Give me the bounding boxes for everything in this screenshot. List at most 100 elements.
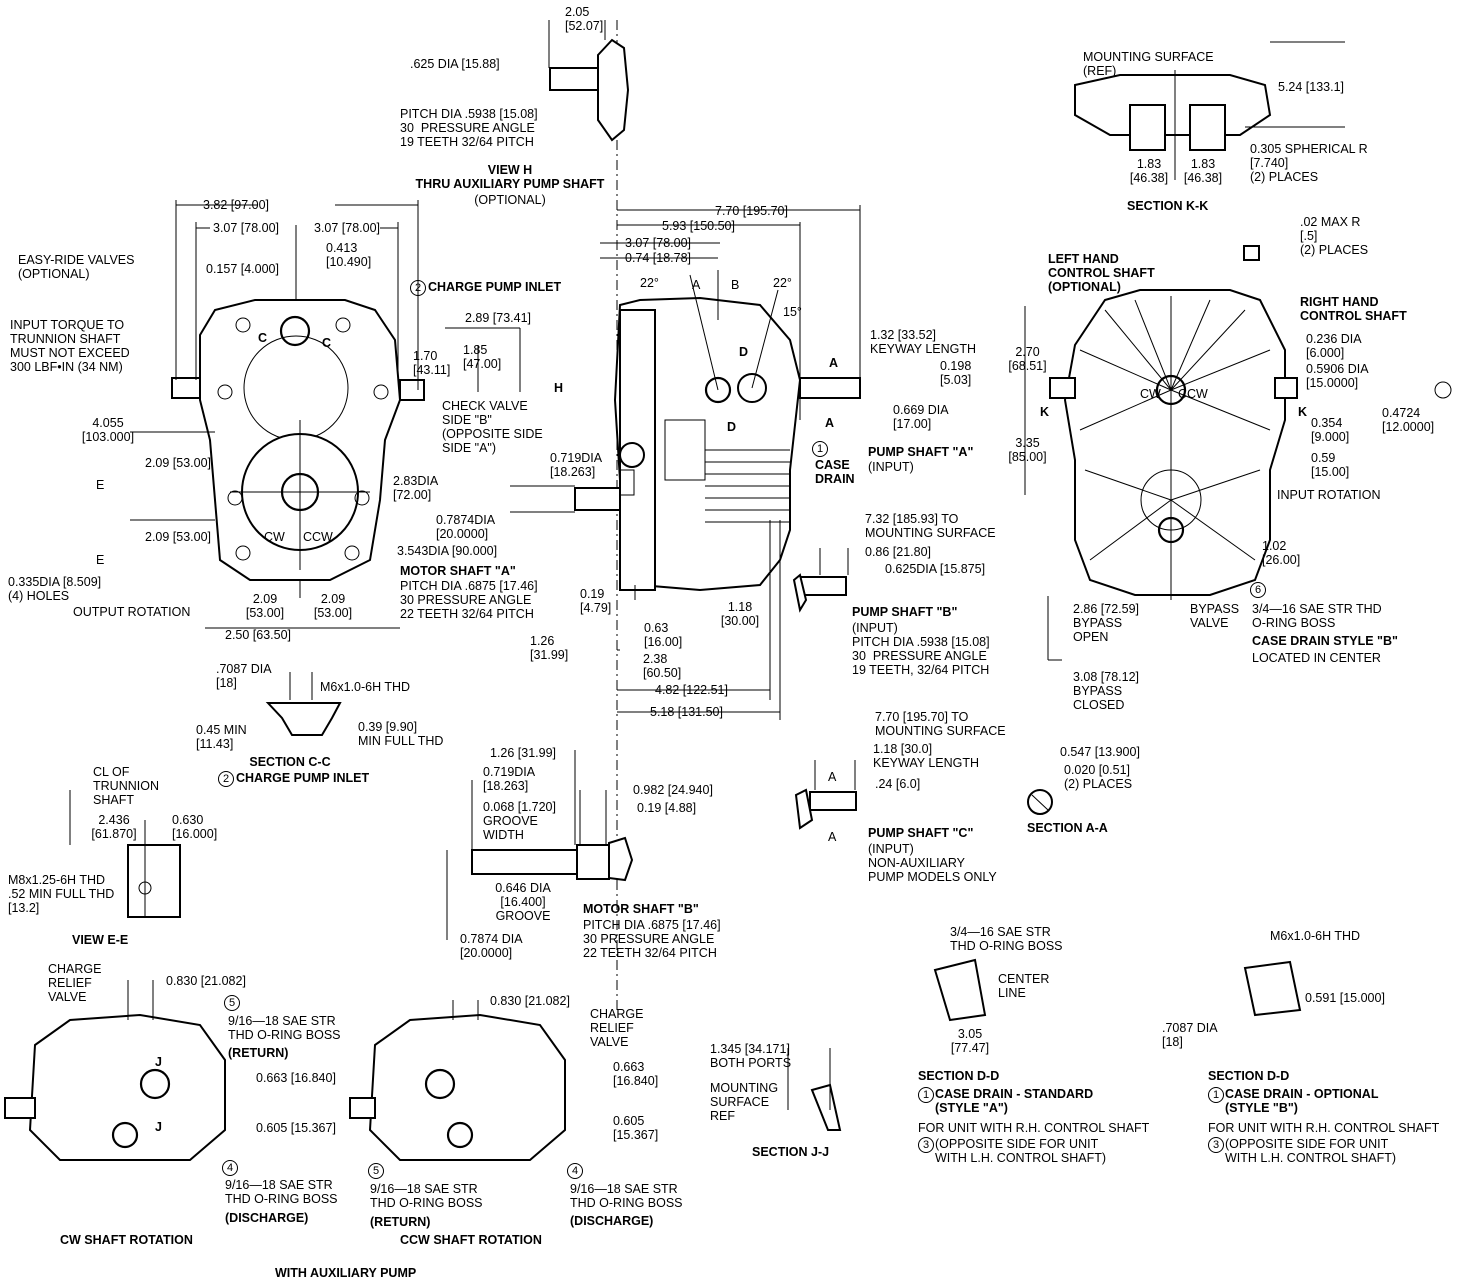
dd1-for-unit: FOR UNIT WITH R.H. CONTROL SHAFT [918,1121,1150,1135]
section-cc-title: SECTION C-C [249,755,331,769]
kk-mount-surface: MOUNTING SURFACE (REF) [1083,50,1214,78]
easy-ride-label: EASY-RIDE VALVES (OPTIONAL) [18,253,135,281]
dim-1-70: 1.70 [43.11] [413,349,451,377]
dim-1-83-right: 1.83 [46.38] [1183,157,1223,185]
dim-0-719-b: 0.719DIA [18.263] [483,765,536,793]
dim-0-4724: 0.4724 [12.0000] [1382,406,1435,434]
marker-charge-inlet: 2 [410,280,426,296]
cc-min: 0.45 MIN [11.43] [196,723,247,751]
dd2-title: SECTION D-D [1208,1069,1290,1083]
input-torque-label: INPUT TORQUE TO TRUNNION SHAFT MUST NOT … [10,318,130,374]
view-ee-title: VIEW E-E [72,933,129,947]
dim-0-19-b: 0.19 [4.88] [637,801,697,815]
dim-1-85: 1.85 [47.00] [463,343,502,371]
cc-full-thd: 0.39 [9.90] MIN FULL THD [358,720,444,748]
case-drain-b-thread: 3/4—16 SAE STR THD O-RING BOSS [1252,602,1382,630]
cw-discharge-label: (DISCHARGE) [225,1211,309,1225]
motor-shaft-b-spec: PITCH DIA .6875 [17.46] 30 PRESSURE ANGL… [583,918,721,960]
dim-2-09-bl: 2.09 [53.00] [245,592,285,620]
dim-2-09-upper: 2.09 [53.00] [145,456,212,470]
ccw-view-drawing [349,1000,566,1161]
marker-bypass: 6 [1250,582,1266,598]
dim-3-82: 3.82 [97.00] [203,198,270,212]
rotation-ccw-front: CCW [303,530,333,544]
dd2-subtitle: CASE DRAIN - OPTIONAL (STYLE "B") [1225,1087,1379,1115]
jj-dim: 1.345 [34.171] BOTH PORTS [710,1042,792,1070]
dim-0-7874-b: 0.7874 DIA [20.0000] [460,932,523,960]
pump-shaft-b-title: PUMP SHAFT "B" [852,605,958,619]
dim-3-543-dia: 3.543DIA [90.000] [397,544,498,558]
bypass-open: 2.86 [72.59] BYPASS OPEN [1073,602,1140,644]
section-d-top: D [739,345,749,359]
ccw-dim-0-830: 0.830 [21.082] [490,994,570,1008]
section-a-c-bottom: A [828,830,837,844]
section-a-bottom: A [825,416,835,430]
dim-2-70: 2.70 [68.51] [1008,345,1047,373]
dim-0-24: .24 [6.0] [875,777,921,791]
dim-0-157: 0.157 [4.000] [206,262,279,276]
view-h-pitch: PITCH DIA .5938 [15.08] 30 PRESSURE ANGL… [400,107,538,149]
dim-2-83-dia: 2.83DIA [72.00] [393,474,439,502]
dim-2-09-br: 2.09 [53.00] [313,592,353,620]
pump-shaft-c-spec: (INPUT) NON-AUXILIARY PUMP MODELS ONLY [868,842,997,884]
cc-thread: M6x1.0-6H THD [320,680,411,694]
ccw-rotation-title: CCW SHAFT ROTATION [400,1233,542,1247]
dim-1-83-left: 1.83 [46.38] [1129,157,1169,185]
section-a-top: A [829,356,839,370]
dim-5-24: 5.24 [133.1] [1278,80,1345,94]
dim-2-89: 2.89 [73.41] [465,311,532,325]
front-view-body [171,299,425,598]
section-j-bottom: J [155,1120,162,1134]
input-rotation-label: INPUT ROTATION [1277,488,1381,502]
cw-discharge-thread: 9/16—18 SAE STR THD O-RING BOSS [225,1178,338,1206]
rotation-cw-front: CW [264,530,285,544]
section-k-left: K [1040,405,1050,419]
dim-4-055: 4.055 [103.000] [81,416,135,444]
dim-0-86: 0.86 [21.80] [865,545,932,559]
section-aa-title: SECTION A-A [1027,821,1108,835]
dim-4-82: 4.82 [122.51] [655,683,728,697]
keyway-c: 1.18 [30.0] KEYWAY LENGTH [873,742,980,770]
angle-22-right: 22° [773,276,792,290]
dim-0-19-a: 0.19 [4.79] [580,587,612,615]
dim-0-74: 0.74 [18.78] [625,251,692,265]
dim-3-35: 3.35 [85.00] [1008,436,1047,464]
cw-dim-0-663: 0.663 [16.840] [256,1071,336,1085]
dd2-dim-0-591: 0.591 [15.000] [1305,991,1385,1005]
ccw-dim-0-663: 0.663 [16.840] [613,1060,659,1088]
dim-0-630: 0.630 [16.000] [172,813,218,841]
ccw-dim-0-605: 0.605 [15.367] [613,1114,659,1142]
dd1-center-line: CENTER LINE [998,972,1050,1000]
dim-3-07-right: 3.07 [78.00] [314,221,381,235]
ccw-return-label: (RETURN) [370,1215,431,1229]
marker-cw-return: 5 [224,995,240,1011]
arc-b: B [731,278,740,292]
marker-case-drain: 1 [812,441,828,457]
section-c-left: C [258,331,268,345]
jj-mount-surface: MOUNTING SURFACE REF [710,1081,779,1123]
dd1-title: SECTION D-D [918,1069,1000,1083]
dim-2-09-lower: 2.09 [53.00] [145,530,212,544]
section-cc-subtitle: CHARGE PUMP INLET [236,771,370,785]
dd2-thread: M6x1.0-6H THD [1270,929,1361,943]
cw-charge-relief: CHARGE RELIEF VALVE [48,962,102,1004]
dim-0-669-dia: 0.669 DIA [17.00] [893,403,949,431]
marker-dd1-opposite: 3 [918,1137,934,1153]
dim-3-07-left: 3.07 [78.00] [213,221,280,235]
dim-5-93: 5.93 [150.50] [662,219,735,233]
output-rotation-label: OUTPUT ROTATION [73,605,191,619]
angle-22-left: 22° [640,276,659,290]
dim-3-07-side: 3.07 [78.00] [625,236,692,250]
marker-ccw-discharge: 4 [567,1163,583,1179]
dim-7-32: 7.32 [185.93] TO MOUNTING SURFACE [865,512,996,540]
dd1-thread: 3/4—16 SAE STR THD O-RING BOSS [950,925,1063,953]
marker-ccw-return: 5 [368,1163,384,1179]
dim-0-020: 0.020 [0.51] (2) PLACES [1064,763,1133,791]
rotation-cw-right: CW [1140,387,1161,401]
cw-dim-0-830: 0.830 [21.082] [166,974,246,988]
view-h-dia: .625 DIA [15.88] [410,57,500,71]
cc-dia: .7087 DIA [18] [216,662,272,690]
ccw-return-thread: 9/16—18 SAE STR THD O-RING BOSS [370,1182,483,1210]
view-h-shaft [548,20,630,142]
dim-7-70: 7.70 [195.70] [715,204,788,218]
